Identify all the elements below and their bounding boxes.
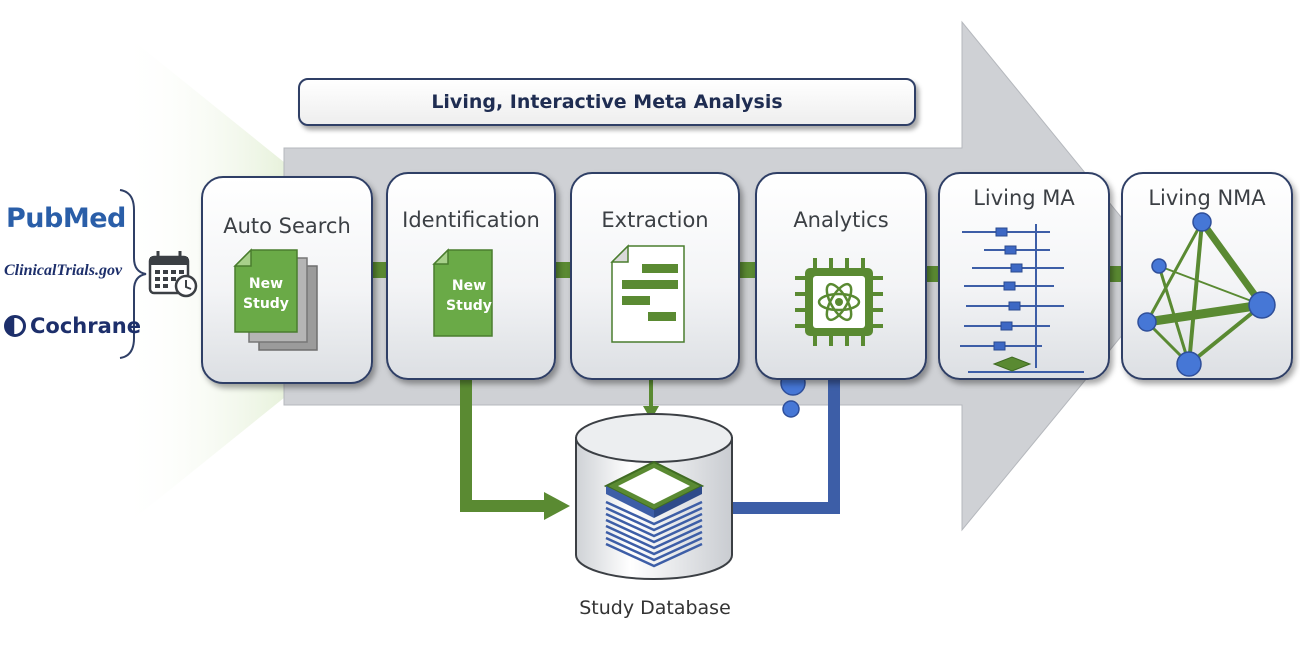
stage-title: Living MA <box>973 186 1075 210</box>
stage-identification: Identification New Study <box>386 172 556 380</box>
new-study-label: New Study <box>243 276 289 312</box>
cochrane-label: Cochrane <box>30 314 141 338</box>
clinicaltrials-logo: ClinicalTrials.gov <box>4 262 123 279</box>
stage-analytics: Analytics <box>755 172 927 380</box>
cochrane-logo: Cochrane <box>4 314 141 338</box>
data-dot-small <box>782 400 800 418</box>
ai-chip-icon <box>795 258 883 346</box>
stage-title: Auto Search <box>223 214 351 238</box>
stage-extraction: Extraction <box>570 172 740 380</box>
extraction-form-icon <box>610 244 685 343</box>
stage-title: Extraction <box>601 208 709 232</box>
document-icon <box>432 248 493 337</box>
stage-title: Identification <box>402 208 540 232</box>
document-stack-icon <box>233 248 318 351</box>
stage-title: Analytics <box>793 208 889 232</box>
page-title-banner: Living, Interactive Meta Analysis <box>298 78 916 126</box>
stage-living-nma: Living NMA <box>1121 172 1293 380</box>
forest-plot-icon <box>960 224 1084 373</box>
new-study-label: New Study <box>446 278 492 314</box>
cochrane-icon <box>4 315 26 337</box>
network-graph-icon <box>1137 212 1276 377</box>
stage-auto-search: Auto Search New Study <box>201 176 373 384</box>
identification-to-database-arrow <box>460 365 548 512</box>
study-database-label: Study Database <box>579 597 731 619</box>
sources-bracket <box>119 189 147 359</box>
stage-living-ma: Living MA <box>938 172 1110 380</box>
database-to-analytics-arrow <box>733 368 840 514</box>
stage-title: Living NMA <box>1148 186 1266 210</box>
extraction-to-database-arrowhead <box>643 406 659 420</box>
database-cylinder-icon <box>575 413 733 580</box>
identification-to-database-arrowhead <box>544 492 570 520</box>
calendar-clock-icon <box>148 251 198 298</box>
pubmed-logo: PubMed <box>6 203 126 234</box>
